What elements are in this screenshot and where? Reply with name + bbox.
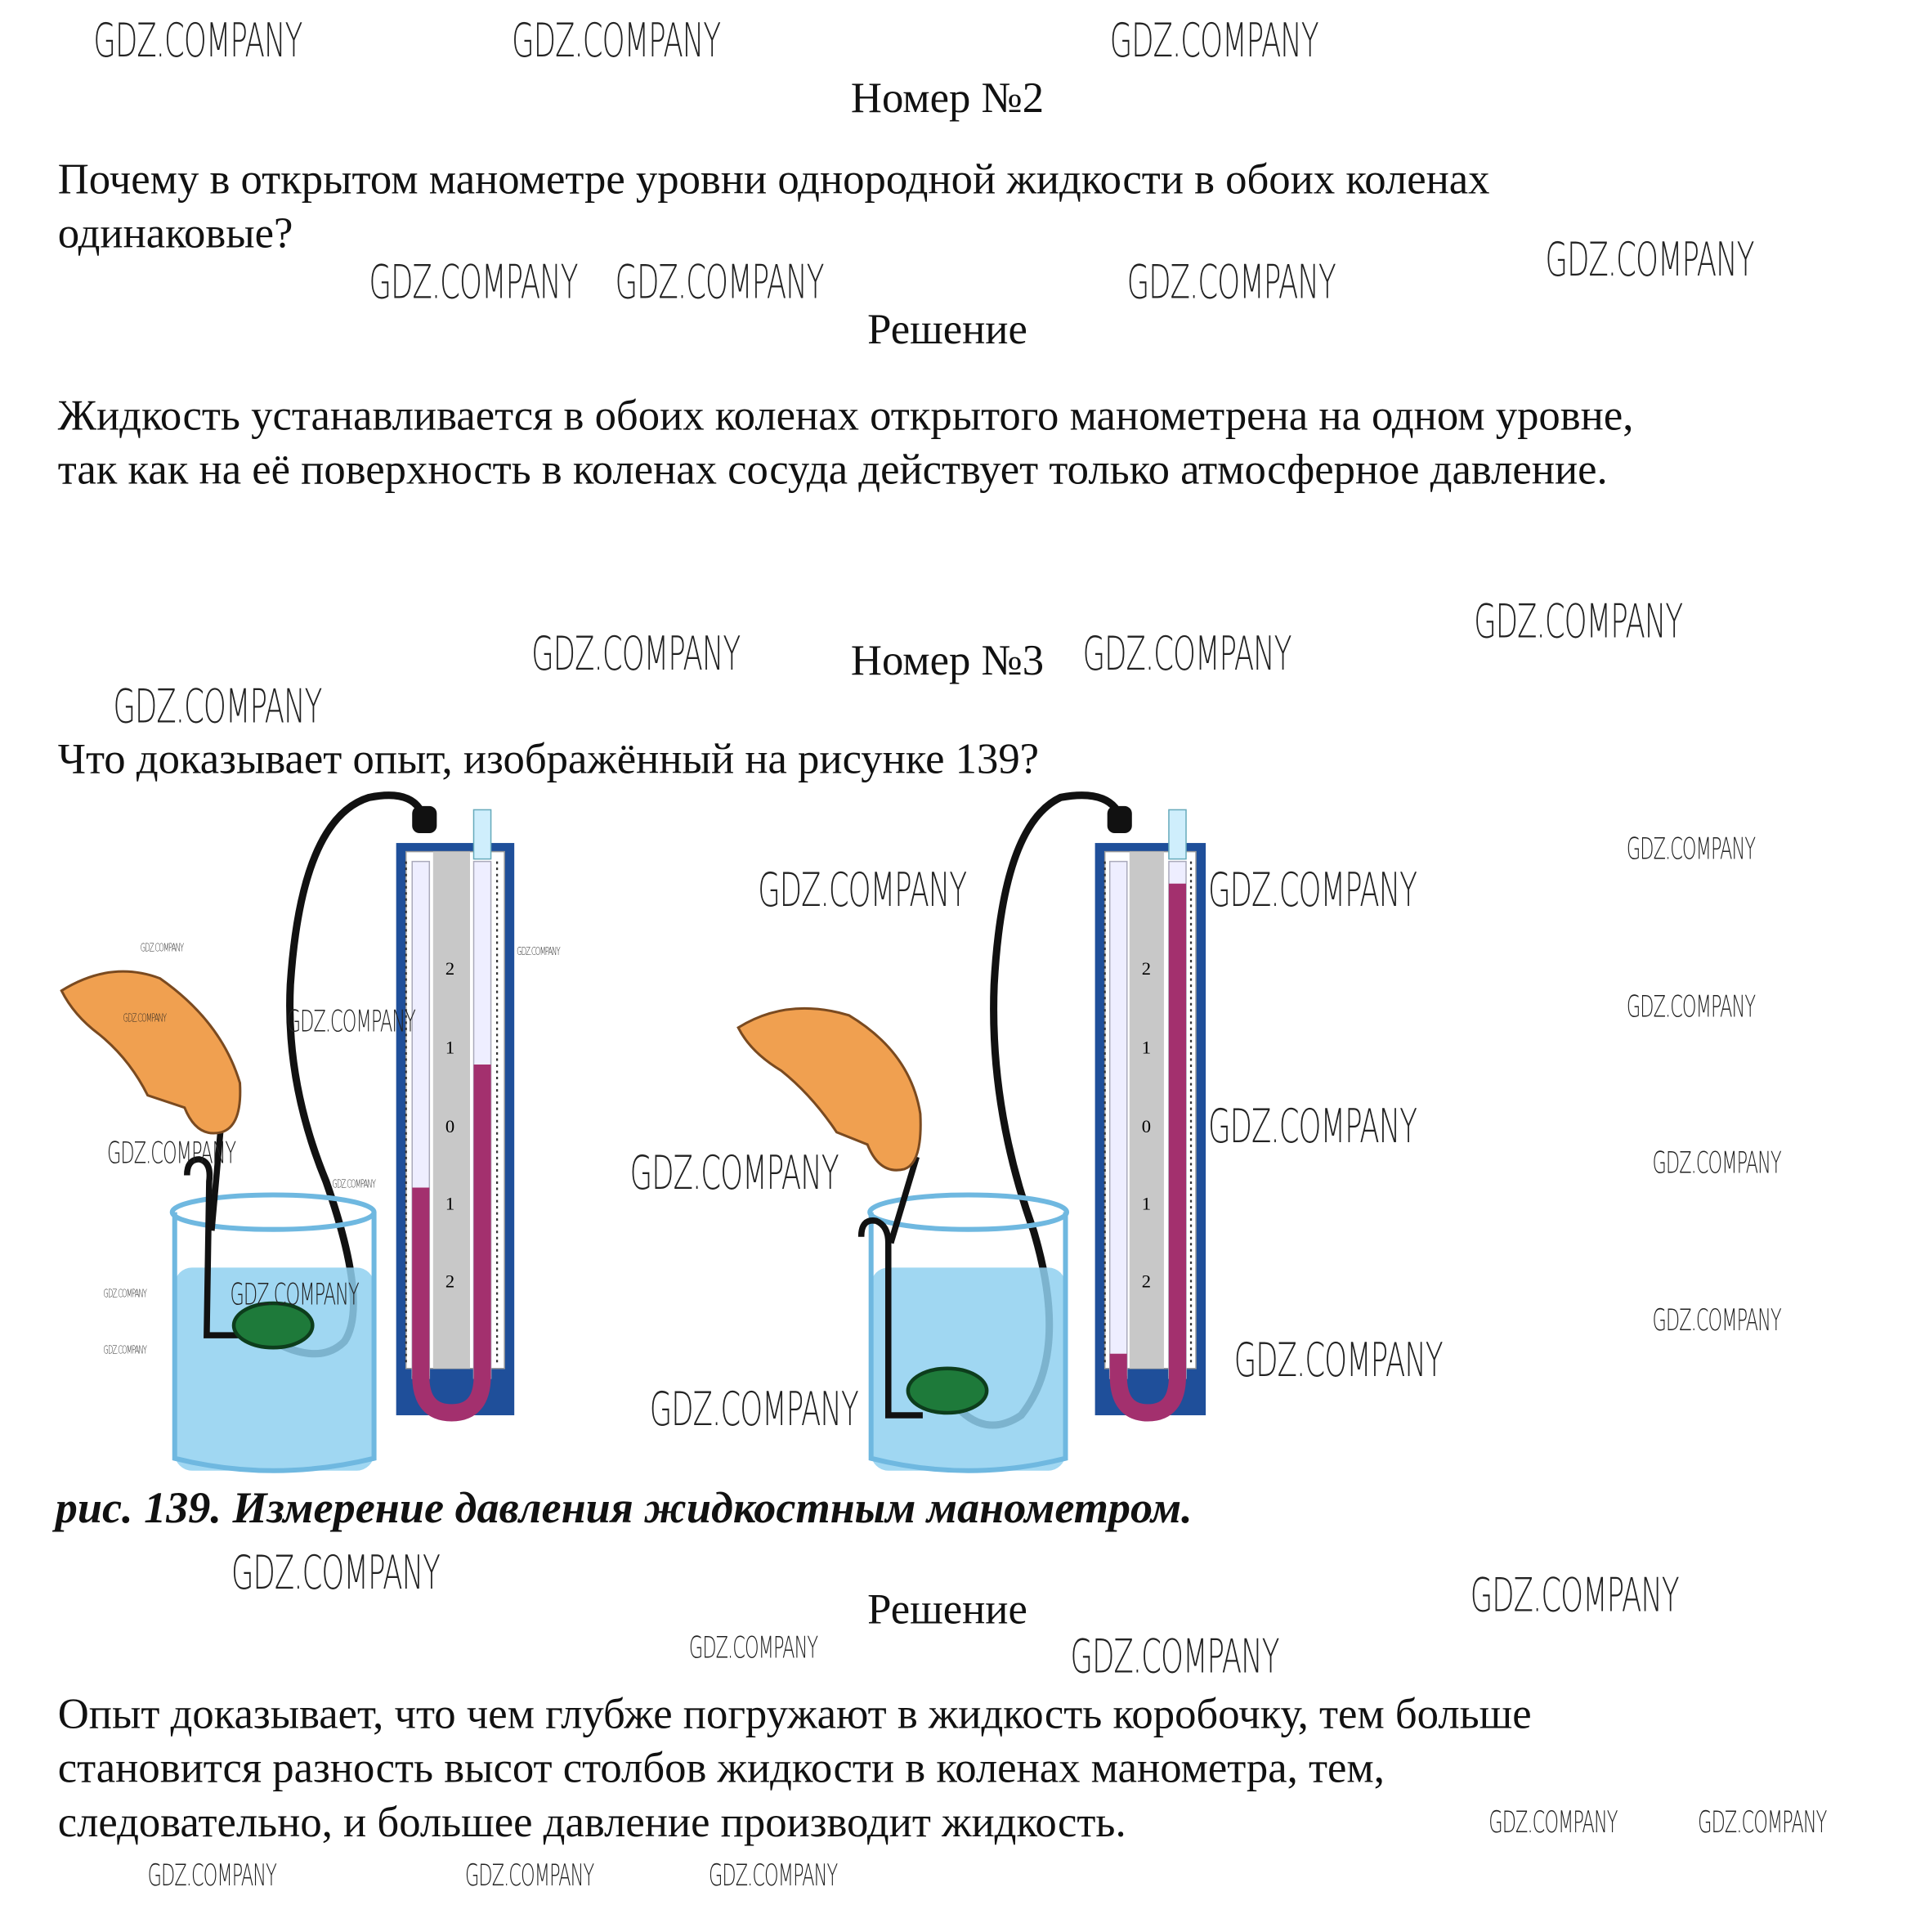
watermark: GDZ.COMPANY — [615, 254, 825, 309]
watermark: GDZ.COMPANY — [369, 254, 579, 309]
scale-label: 2 — [445, 958, 454, 979]
answer-line: Опыт доказывает, что чем глубже погружаю… — [57, 1689, 1532, 1738]
answer-line: так как на её поверхность в коленах сосу… — [57, 445, 1608, 494]
answer-line: Жидкость устанавливается в обоих коленах… — [57, 391, 1634, 440]
rod — [184, 1156, 247, 1338]
scale-label: 1 — [1142, 1194, 1151, 1214]
watermark: GDZ.COMPANY — [464, 1858, 594, 1893]
question: Что доказывает опыт, изображённый на рис… — [57, 734, 1040, 783]
scale-label: 1 — [1142, 1037, 1151, 1057]
watermark: GDZ.COMPANY — [1652, 1145, 1781, 1181]
watermark: GDZ.COMPANY — [230, 1277, 359, 1312]
beaker-water — [871, 1267, 1066, 1471]
watermark: GDZ.COMPANY — [123, 1012, 167, 1025]
section3-title: Номер №3 — [850, 636, 1045, 684]
watermark: GDZ.COMPANY — [1626, 989, 1756, 1024]
watermark: GDZ.COMPANY — [93, 13, 302, 68]
watermark: GDZ.COMPANY — [332, 1178, 375, 1192]
watermark: GDZ.COMPANY — [106, 1136, 236, 1171]
figure-caption: рис. 139. Измерение давления жидкостным … — [55, 1482, 1193, 1532]
watermark: GDZ.COMPANY — [103, 1288, 146, 1301]
hand — [736, 1006, 922, 1172]
right-column-liquid — [1168, 883, 1187, 1378]
watermark: GDZ.COMPANY — [708, 1858, 838, 1893]
watermark: GDZ.COMPANY — [147, 1858, 277, 1893]
watermark: GDZ.COMPANY — [1545, 232, 1755, 287]
answer-line: следовательно, и большее давление произв… — [57, 1798, 1126, 1846]
scale-label: 1 — [445, 1194, 454, 1214]
watermark: GDZ.COMPANY — [758, 863, 967, 917]
watermark: GDZ.COMPANY — [649, 1382, 859, 1437]
left-experiment: 2 1 0 1 2 — [60, 791, 515, 1473]
answer-line: становится разность высот столбов жидкос… — [57, 1743, 1385, 1792]
scale-label: 0 — [445, 1116, 454, 1136]
watermark: GDZ.COMPANY — [629, 1145, 839, 1200]
watermark: GDZ.COMPANY — [1208, 863, 1417, 917]
rod — [857, 1217, 923, 1419]
pressure-box — [906, 1366, 989, 1415]
watermark: GDZ.COMPANY — [1474, 594, 1683, 649]
watermark: GDZ.COMPANY — [1082, 626, 1292, 681]
watermark: GDZ.COMPANY — [140, 942, 184, 956]
right-experiment: 2 1 0 1 2 — [736, 791, 1206, 1473]
left-column-liquid — [412, 1187, 430, 1378]
question-line: Почему в открытом манометре уровни однор… — [57, 155, 1490, 204]
watermark: GDZ.COMPANY — [517, 946, 560, 959]
watermark: GDZ.COMPANY — [1126, 254, 1336, 309]
watermark: GDZ.COMPANY — [1208, 1099, 1417, 1154]
watermark: GDZ.COMPANY — [512, 13, 721, 68]
watermark: GDZ.COMPANY — [531, 626, 741, 681]
solution-heading: Решение — [867, 305, 1027, 353]
watermark: GDZ.COMPANY — [1470, 1567, 1680, 1622]
left-column-liquid — [1109, 1353, 1127, 1378]
scale-label: 1 — [445, 1037, 454, 1057]
pressure-box — [231, 1301, 315, 1350]
watermark: GDZ.COMPANY — [688, 1630, 818, 1665]
section2-title: Номер №2 — [850, 74, 1045, 123]
beaker-water — [174, 1267, 374, 1471]
scale-label: 2 — [1142, 1271, 1151, 1291]
scale-label: 0 — [1142, 1116, 1151, 1136]
watermark: GDZ.COMPANY — [286, 1004, 416, 1039]
right-column-liquid — [473, 1064, 491, 1378]
solution-heading: Решение — [867, 1585, 1027, 1634]
watermark: GDZ.COMPANY — [1626, 832, 1756, 867]
watermark: GDZ.COMPANY — [1233, 1333, 1444, 1387]
question-line: одинаковые? — [57, 208, 293, 258]
watermark: GDZ.COMPANY — [103, 1345, 146, 1358]
watermark: GDZ.COMPANY — [1488, 1805, 1618, 1840]
hand — [60, 970, 242, 1135]
watermark: GDZ.COMPANY — [1070, 1629, 1280, 1684]
watermark: GDZ.COMPANY — [1109, 13, 1319, 68]
scale-label: 2 — [445, 1271, 454, 1291]
scale-label: 2 — [1142, 958, 1151, 979]
watermark: GDZ.COMPANY — [231, 1545, 441, 1600]
watermark: GDZ.COMPANY — [113, 679, 322, 734]
watermark: GDZ.COMPANY — [1698, 1805, 1827, 1840]
watermark: GDZ.COMPANY — [1652, 1303, 1781, 1338]
